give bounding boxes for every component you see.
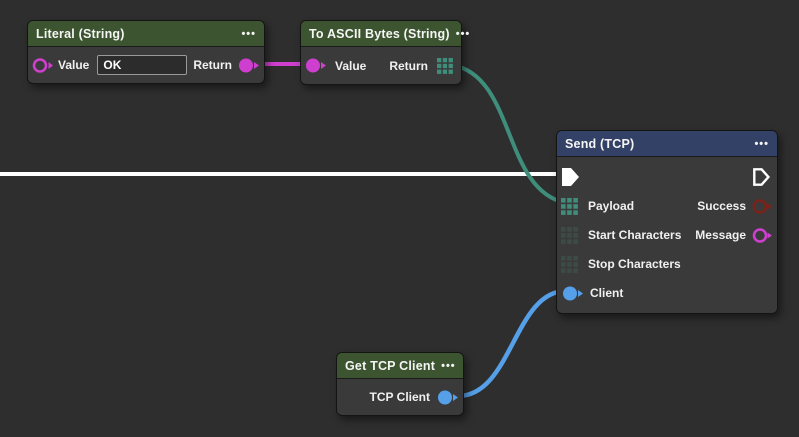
client-label: Client (590, 286, 624, 300)
value-label: Value (335, 58, 367, 73)
node-title: Get TCP Client (345, 358, 436, 373)
exec-input-pin[interactable] (562, 168, 579, 186)
node-title: Send (TCP) (565, 136, 635, 151)
exec-output-pin[interactable] (753, 168, 770, 186)
node-title: Literal (String) (36, 26, 125, 41)
node-literal-string[interactable]: Literal (String) ••• Value Return (27, 20, 265, 84)
return-label: Return (193, 58, 232, 72)
node-header[interactable]: Send (TCP) ••• (557, 131, 777, 157)
payload-label: Payload (588, 199, 635, 213)
return-label: Return (389, 58, 428, 73)
node-header[interactable]: Literal (String) ••• (28, 21, 264, 47)
payload-bytes-input-port[interactable] (561, 197, 578, 215)
node-menu-button[interactable]: ••• (754, 137, 769, 150)
wire-client[interactable] (457, 288, 567, 399)
message-output-port[interactable] (752, 227, 773, 244)
value-label: Value (58, 58, 90, 72)
message-label: Message (695, 228, 746, 242)
stop-characters-label: Stop Characters (588, 257, 681, 271)
node-header[interactable]: To ASCII Bytes (String) ••• (301, 21, 469, 47)
node-menu-button[interactable]: ••• (441, 359, 456, 372)
client-input-port[interactable] (561, 285, 583, 302)
start-characters-input-port[interactable] (561, 226, 578, 244)
tcp-client-label: TCP Client (369, 390, 430, 404)
tcp-client-output-port[interactable] (437, 389, 459, 406)
value-input-port[interactable] (305, 57, 327, 74)
success-output-port[interactable] (752, 198, 773, 215)
success-label: Success (697, 199, 746, 213)
start-characters-label: Start Characters (588, 228, 682, 242)
node-title: To ASCII Bytes (String) (309, 26, 450, 41)
value-input-port[interactable] (32, 57, 54, 74)
node-send-tcp[interactable]: Send (TCP) ••• (556, 130, 778, 314)
value-text-input[interactable] (97, 55, 188, 75)
return-output-port[interactable] (238, 57, 260, 74)
node-menu-button[interactable]: ••• (241, 27, 256, 40)
node-to-ascii-bytes[interactable]: To ASCII Bytes (String) ••• Value Return (300, 20, 469, 85)
wire-bytes[interactable] (451, 63, 567, 205)
node-menu-button[interactable]: ••• (455, 27, 471, 40)
node-header[interactable]: Get TCP Client ••• (337, 353, 463, 379)
stop-characters-input-port[interactable] (561, 255, 578, 273)
return-bytes-output-port[interactable] (437, 57, 453, 74)
node-get-tcp-client[interactable]: Get TCP Client ••• TCP Client (336, 352, 464, 416)
